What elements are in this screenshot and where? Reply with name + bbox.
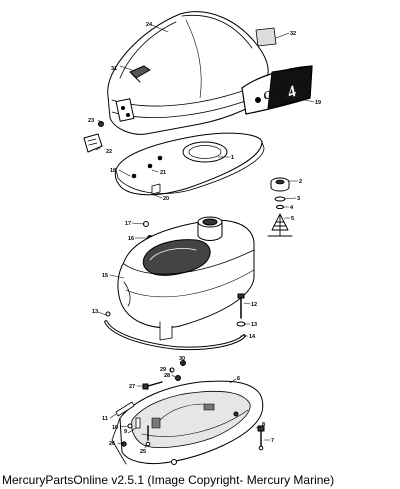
callout-24: 24 [146,22,153,28]
callout-17: 17 [125,221,131,227]
lower-cowl [117,216,255,341]
callout-labels: 24 32 31 19 23 22 1 18 21 20 2 3 4 5 17 … [88,22,321,455]
callout-13: 13 [251,322,257,328]
top-cowl [107,11,269,135]
callout-1: 1 [231,155,234,161]
bottom-tray [111,380,264,465]
callout-4: 4 [290,205,294,211]
decal-32 [255,27,277,47]
bolt-27 [142,381,163,390]
callout-32: 32 [290,31,296,37]
callout-12: 12 [251,302,257,308]
small-lower-parts [115,401,151,447]
callout-7: 7 [271,438,274,444]
brand-decal [241,65,313,115]
callout-21: 21 [160,170,166,176]
bolt-7-8 [257,425,265,451]
upper-plate [114,132,265,196]
callout-13-b: 13 [92,309,98,315]
leader-lines [95,24,315,449]
callout-3: 3 [297,196,300,202]
callout-19: 19 [315,100,321,106]
name-plate [83,121,104,153]
callout-2: 2 [299,179,302,185]
bolt-12 [236,293,246,327]
callout-23: 23 [88,118,94,124]
callout-9: 9 [124,429,127,435]
callout-29: 29 [160,367,166,373]
callout-28: 28 [164,373,170,379]
callout-16: 16 [128,236,134,242]
grommet-stack [267,177,293,237]
callout-20: 20 [163,196,169,202]
callout-18: 18 [110,168,116,174]
callout-31: 31 [111,66,117,72]
callout-22: 22 [106,149,112,155]
callout-6: 6 [237,376,240,382]
seal-strip [104,311,246,351]
callout-25: 25 [140,449,146,455]
callout-10: 10 [112,425,118,431]
exploded-parts-diagram: Chrysler 4 24 32 31 19 23 22 1 18 21 20 … [83,11,321,465]
callout-8: 8 [262,422,265,428]
image-caption: MercuryPartsOnline v2.5.1 (Image Copyrig… [2,473,335,487]
callout-15: 15 [102,273,108,279]
callout-14: 14 [249,334,256,340]
callout-5: 5 [291,216,294,222]
callout-11: 11 [102,416,108,422]
callout-27: 27 [129,384,135,390]
callout-30: 30 [179,356,185,362]
screws-28-30 [169,360,186,381]
callout-26: 26 [109,441,115,447]
